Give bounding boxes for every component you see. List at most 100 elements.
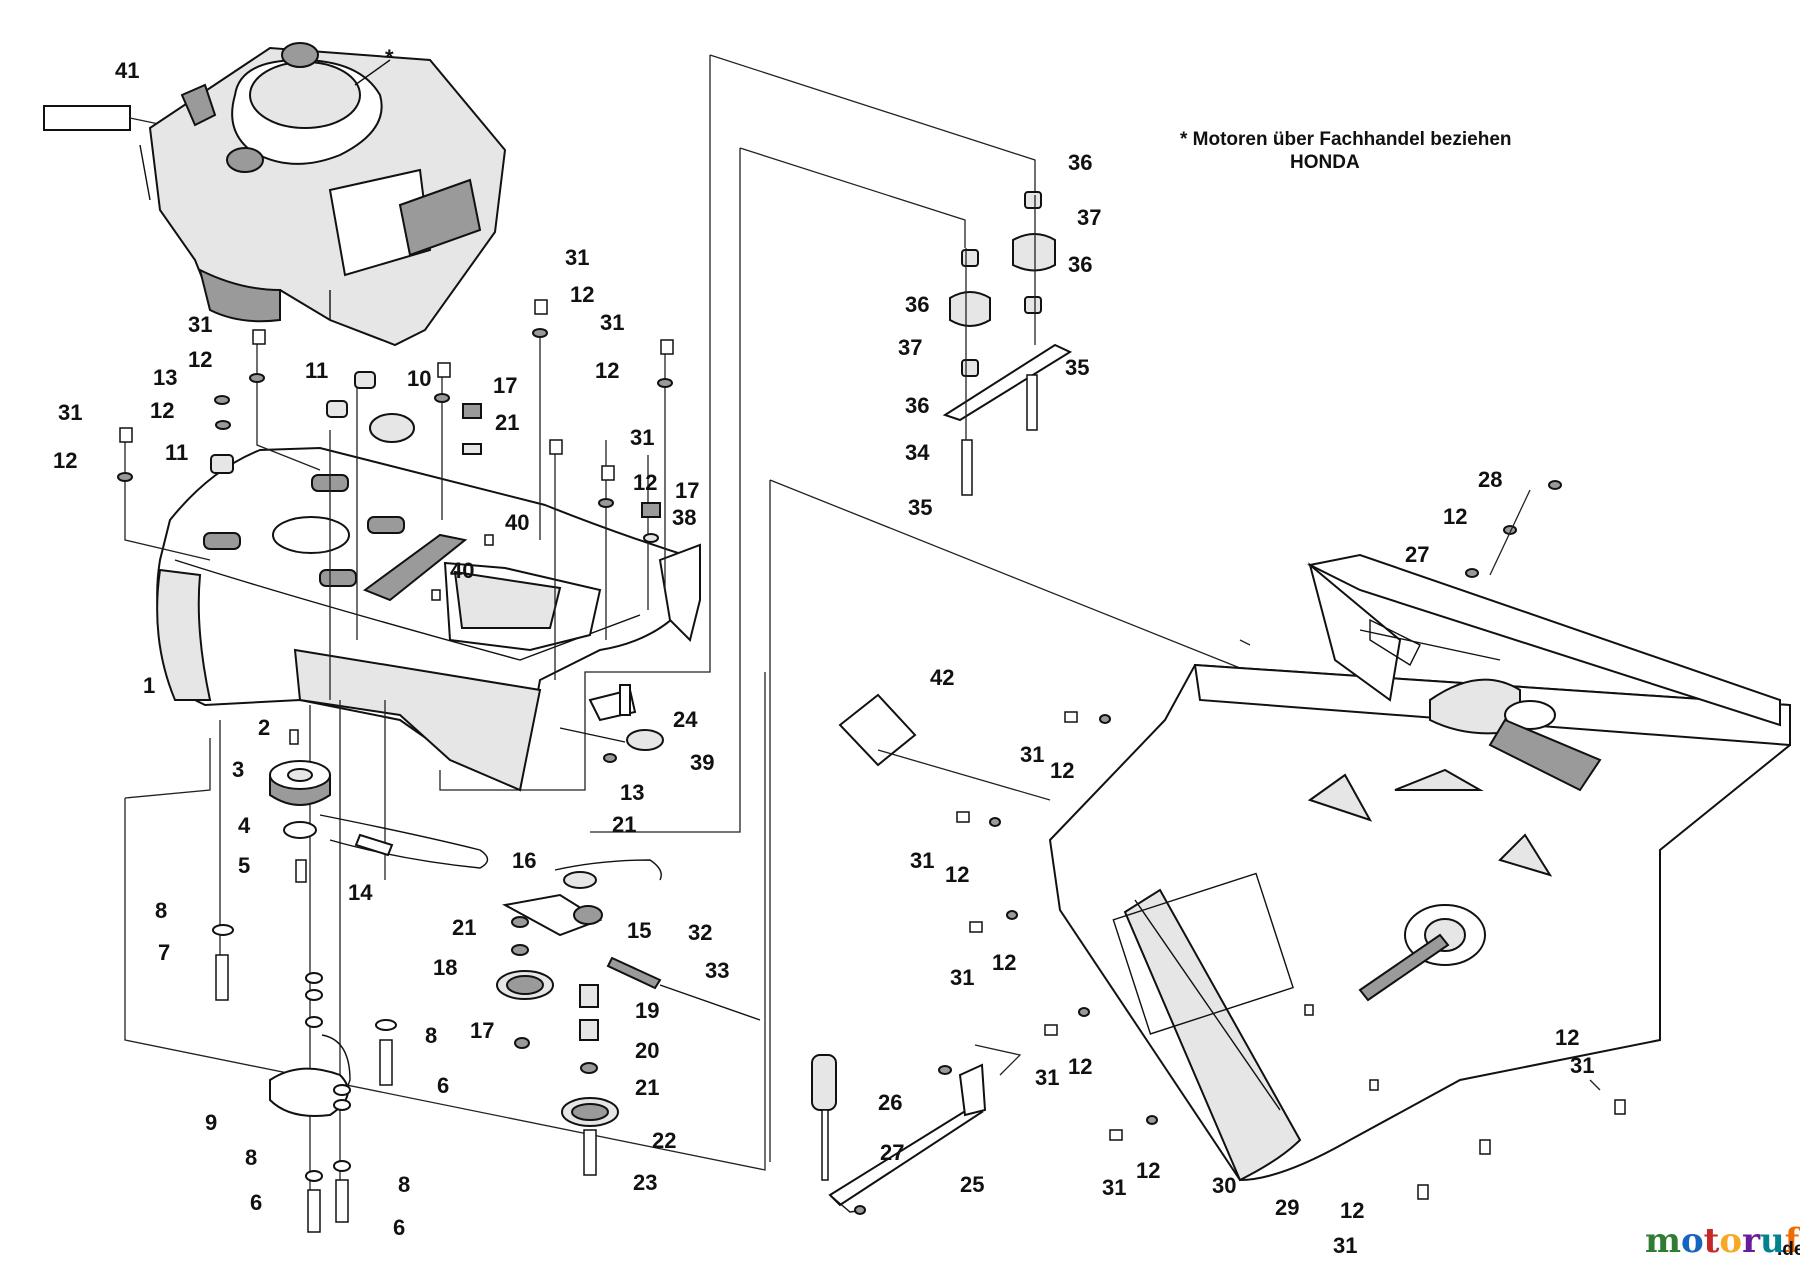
- callout-27: 27: [880, 1140, 904, 1165]
- watermark-letter: r: [1742, 1221, 1761, 1261]
- callout-13: 13: [620, 780, 644, 805]
- callout-21: 21: [635, 1075, 659, 1100]
- callout-30: 30: [1212, 1173, 1236, 1198]
- callout-6: 6: [393, 1215, 405, 1240]
- note-line-1: * Motoren über Fachhandel beziehen: [1180, 129, 1512, 150]
- pulley-stack: [269, 729, 489, 883]
- callout-31: 31: [1102, 1175, 1126, 1200]
- callout-labels: 41 * 31 12 31 12 31 12 11 10 17 21 13 12…: [53, 45, 1594, 1258]
- callout-21: 21: [495, 410, 519, 435]
- callout-12: 12: [570, 282, 594, 307]
- callout-20: 20: [635, 1038, 659, 1063]
- callout-9: 9: [205, 1110, 217, 1135]
- callout-31: 31: [565, 245, 589, 270]
- label-plate-41: [43, 105, 179, 131]
- note-line-2: HONDA: [1290, 152, 1360, 173]
- callout-4: 4: [238, 813, 251, 838]
- callout-12: 12: [150, 398, 174, 423]
- motoruf-watermark: motoruf .de: [1645, 1221, 1800, 1261]
- callout-12: 12: [1555, 1025, 1579, 1050]
- callout-12: 12: [1340, 1198, 1364, 1223]
- callout-3: 3: [232, 757, 244, 782]
- callout-17: 17: [470, 1018, 494, 1043]
- callout-engine: *: [385, 45, 394, 70]
- lever-assembly: [811, 1044, 1022, 1215]
- watermark-suffix: .de: [1777, 1239, 1800, 1260]
- engine: [139, 42, 507, 347]
- callout-1: 1: [143, 673, 155, 698]
- callout-31: 31: [1020, 742, 1044, 767]
- watermark-letter: m: [1645, 1221, 1681, 1261]
- watermark-letter: t: [1704, 1221, 1720, 1261]
- deck-fasteners: [117, 299, 674, 1200]
- callout-12: 12: [595, 358, 619, 383]
- callout-36: 36: [1068, 252, 1092, 277]
- callout-39: 39: [690, 750, 714, 775]
- callout-29: 29: [1275, 1195, 1299, 1220]
- callout-6: 6: [250, 1190, 262, 1215]
- callout-36: 36: [905, 292, 929, 317]
- callout-40: 40: [450, 558, 474, 583]
- callout-26: 26: [878, 1090, 902, 1115]
- chute-housing-30: [1048, 663, 1791, 1182]
- idler-assembly: [496, 859, 761, 1176]
- engine-mount-stack: [942, 191, 1073, 496]
- callout-7: 7: [158, 940, 170, 965]
- callout-31: 31: [910, 848, 934, 873]
- callout-42: 42: [930, 665, 954, 690]
- callout-12: 12: [1068, 1054, 1092, 1079]
- callout-12: 12: [992, 950, 1016, 975]
- callout-2: 2: [258, 715, 270, 740]
- callout-31: 31: [1333, 1233, 1357, 1258]
- engine-supply-note: * Motoren über Fachhandel beziehen HONDA: [1180, 129, 1512, 173]
- chute-fasteners: [956, 711, 1626, 1200]
- callout-12: 12: [1136, 1158, 1160, 1183]
- callout-32: 32: [688, 920, 712, 945]
- callout-8: 8: [425, 1023, 437, 1048]
- callout-31: 31: [1035, 1065, 1059, 1090]
- callout-31: 31: [1570, 1053, 1594, 1078]
- callout-23: 23: [633, 1170, 657, 1195]
- callout-36: 36: [1068, 150, 1092, 175]
- callout-18: 18: [433, 955, 457, 980]
- callout-27: 27: [1405, 542, 1429, 567]
- callout-21: 21: [612, 812, 636, 837]
- callout-34: 34: [905, 440, 930, 465]
- callout-22: 22: [652, 1128, 676, 1153]
- callout-17: 17: [493, 373, 517, 398]
- callout-31: 31: [188, 312, 212, 337]
- callout-12: 12: [945, 862, 969, 887]
- callout-16: 16: [512, 848, 536, 873]
- callout-31: 31: [600, 310, 624, 335]
- callout-37: 37: [898, 335, 922, 360]
- callout-36: 36: [905, 393, 929, 418]
- callout-8: 8: [245, 1145, 257, 1170]
- callout-14: 14: [348, 880, 373, 905]
- label-plate-42: [838, 693, 1051, 801]
- assembly-boundary-lines: [124, 54, 1251, 1171]
- watermark-letter: o: [1719, 1221, 1742, 1261]
- callout-37: 37: [1077, 205, 1101, 230]
- callout-13: 13: [153, 365, 177, 390]
- callout-12: 12: [633, 470, 657, 495]
- callout-8: 8: [155, 898, 167, 923]
- callout-12: 12: [188, 347, 212, 372]
- callout-33: 33: [705, 958, 729, 983]
- callout-12: 12: [1050, 758, 1074, 783]
- callout-31: 31: [58, 400, 82, 425]
- callout-6: 6: [437, 1073, 449, 1098]
- callout-41: 41: [115, 58, 139, 83]
- callout-19: 19: [635, 998, 659, 1023]
- callout-25: 25: [960, 1172, 984, 1197]
- watermark-letter: o: [1681, 1221, 1704, 1261]
- callout-11: 11: [305, 358, 328, 383]
- callout-12: 12: [1443, 504, 1467, 529]
- callout-5: 5: [238, 853, 250, 878]
- callout-40: 40: [505, 510, 529, 535]
- callout-35: 35: [1065, 355, 1089, 380]
- callout-10: 10: [407, 366, 431, 391]
- callout-8: 8: [398, 1172, 410, 1197]
- callout-28: 28: [1478, 467, 1502, 492]
- watermark-letter: u: [1760, 1221, 1785, 1261]
- callout-38: 38: [672, 505, 696, 530]
